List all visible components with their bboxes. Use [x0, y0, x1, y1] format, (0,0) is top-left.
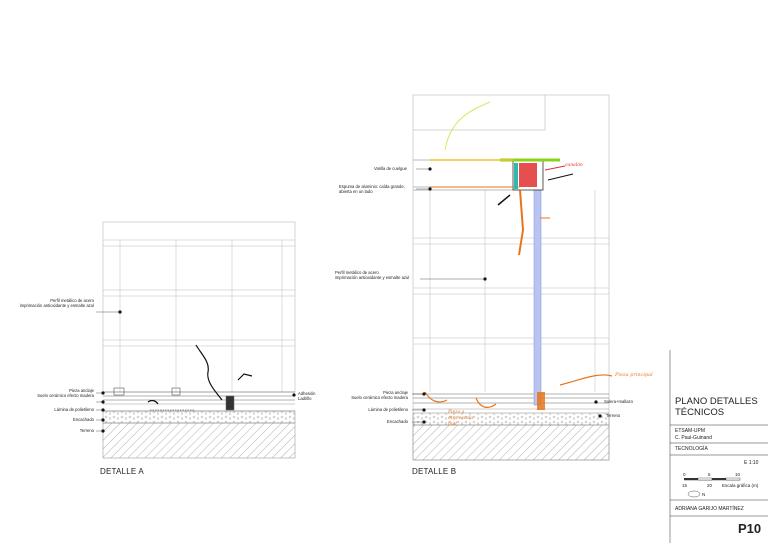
label-lamina-b: Lámina de polietileno [368, 407, 408, 412]
label-varilla-b: Varilla de cuelgue [374, 166, 407, 171]
detail-a-leaders [96, 311, 120, 432]
detail-a-drawing [102, 221, 296, 459]
north-label: N [702, 492, 706, 497]
school-name: ETSAM-UPM [675, 428, 705, 434]
detail-b-sketch-notes [424, 101, 613, 408]
scale-bar [684, 477, 741, 481]
detail-a-title: DETALLE A [100, 467, 144, 476]
detail-b-leader-dots [422, 167, 602, 424]
annotation-otra-escala: Pieza a otra escala buit [448, 410, 474, 427]
label-pieza-a: Pieza anclaje Suelo cerámico efecto made… [37, 388, 94, 398]
detail-b-title: DETALLE B [412, 467, 457, 476]
label-terreno-b: Terreno [606, 413, 621, 418]
sheet-title-line1: PLANO DETALLES [675, 396, 758, 407]
label-perfil-b: Perfil metálico de acero imprimación ant… [335, 270, 410, 280]
label-espuma-b: Espuma de aluminio: caída grande, abiert… [339, 184, 405, 194]
detail-b-drawing [412, 94, 610, 461]
subject-name: TECNOLOGÍA [675, 446, 708, 452]
annotation-pieza-principal: Pieza principal [615, 372, 653, 378]
detail-b-leaders [412, 168, 485, 423]
label-perfil-a: Perfil metálico de acero imprimación ant… [19, 298, 94, 308]
author-name: ADRIANA GARIJO MARTÍNEZ [675, 506, 744, 512]
label-solera-b: Solera+mallazo [604, 399, 633, 404]
label-pieza-b: Pieza anclaje Suelo cerámico efecto made… [351, 390, 408, 400]
scale-tick-15: 15 [682, 483, 688, 488]
annotation-canalon: canalón [565, 163, 583, 168]
label-lamina-a: Lámina de polietileno [54, 407, 94, 412]
detail-a-sketch-notes [147, 344, 253, 405]
north-arrow-icon [687, 490, 701, 498]
label-adhesion-a: Adhesión Ladrillo [298, 391, 316, 401]
scale-label: E 1:10 [744, 460, 759, 466]
scale-caption: Escala gráfica (m) [722, 483, 759, 488]
studio-name: C. Paul-Guinand [675, 435, 712, 441]
scale-tick-5: 5 [708, 472, 711, 477]
scale-tick-0: 0 [683, 472, 686, 477]
sheet-title-line2: TÉCNICOS [675, 407, 725, 418]
sheet-number: P10 [738, 521, 762, 536]
label-encachado-a: Encachado [73, 417, 94, 422]
label-encachado-b: Encachado [387, 419, 408, 424]
title-block-frame [669, 350, 768, 543]
scale-tick-20: 20 [707, 483, 713, 488]
label-terreno-a: Terreno [79, 428, 94, 433]
scale-tick-10: 10 [735, 472, 741, 477]
detail-b-joint [430, 158, 560, 410]
